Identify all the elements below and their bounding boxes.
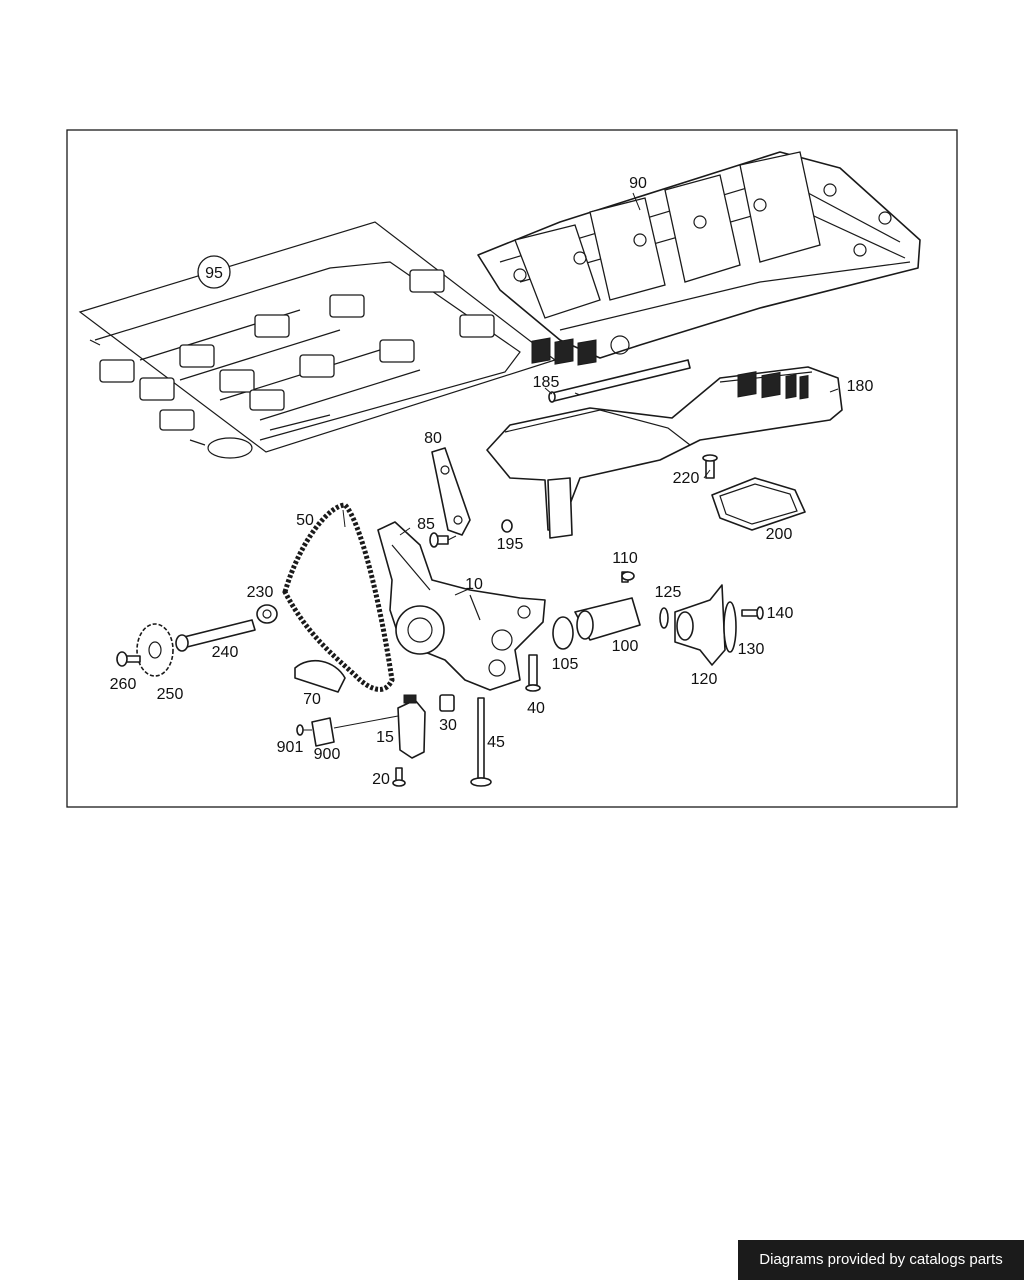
strainer-120: [674, 584, 726, 666]
tube-185: [544, 359, 691, 403]
pickup-tube-100: [574, 597, 641, 641]
label-200: 200: [766, 526, 793, 543]
oil-sump-180: [486, 337, 843, 539]
label-240: 240: [212, 644, 239, 661]
label-195: 195: [497, 536, 524, 553]
label-110: 110: [612, 550, 638, 567]
label-85: 85: [417, 516, 435, 533]
label-260: 260: [110, 676, 137, 693]
label-30: 30: [439, 717, 457, 734]
label-50: 50: [296, 512, 314, 529]
bolt-40: [525, 654, 541, 692]
label-220: 220: [673, 470, 700, 487]
label-140: 140: [767, 605, 794, 622]
bolt-140: [741, 606, 764, 620]
intake-manifold-90: [477, 151, 921, 359]
shaft-240: [175, 619, 256, 652]
gasket-set-95: [78, 221, 557, 459]
label-105: 105: [552, 656, 579, 673]
o-ring-195: [501, 519, 513, 533]
bolt-110: [621, 571, 635, 583]
pin-901: [296, 724, 312, 736]
bolt-20: [392, 767, 406, 787]
label-120: 120: [691, 671, 718, 688]
o-ring-105: [552, 616, 574, 650]
sprocket-250: [136, 623, 174, 677]
label-130: 130: [738, 641, 765, 658]
label-180: 180: [847, 378, 874, 395]
label-95: 95: [205, 265, 223, 282]
bolt-220: [702, 454, 718, 479]
callout-circle-95: [197, 255, 231, 289]
washer-230: [256, 604, 278, 624]
solenoid-valve-15: [397, 694, 426, 759]
label-20: 20: [372, 771, 390, 788]
label-45: 45: [487, 734, 505, 751]
label-185: 185: [533, 374, 560, 391]
diagram-frame: [66, 129, 958, 808]
label-230: 230: [247, 584, 274, 601]
label-40: 40: [527, 700, 545, 717]
guide-rail-80: [431, 447, 471, 536]
timing-chain-50: [282, 502, 395, 692]
label-15: 15: [376, 729, 394, 746]
bolt-260: [116, 651, 141, 667]
sleeve-30: [439, 694, 455, 712]
label-70: 70: [303, 691, 321, 708]
label-250: 250: [157, 686, 184, 703]
label-901: 901: [277, 739, 304, 756]
ring-130: [723, 601, 737, 653]
label-80: 80: [424, 430, 442, 447]
label-100: 100: [612, 638, 639, 655]
label-90: 90: [629, 175, 647, 192]
label-900: 900: [314, 746, 341, 763]
gasket-200: [711, 477, 806, 531]
connector-900: [311, 717, 335, 747]
guide-70: [294, 660, 346, 693]
bolt-45: [470, 697, 492, 787]
o-ring-125: [659, 607, 669, 629]
bolt-85: [429, 532, 457, 548]
label-125: 125: [655, 584, 682, 601]
label-10: 10: [465, 576, 483, 593]
credit-banner: Diagrams provided by catalogs parts: [738, 1240, 1024, 1280]
oil-pump-10: [377, 521, 546, 691]
